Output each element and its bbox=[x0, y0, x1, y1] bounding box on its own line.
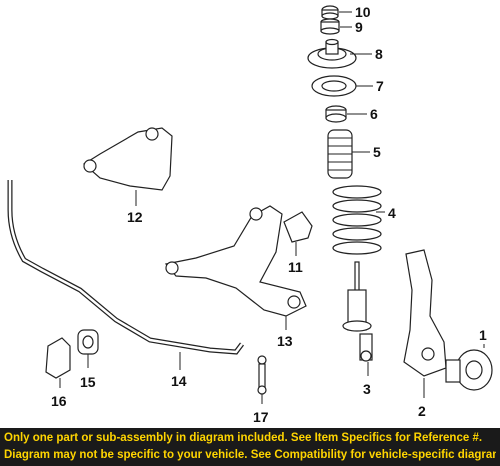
callout-9: 9 bbox=[355, 19, 363, 35]
part-10-bump-cap bbox=[321, 5, 339, 20]
part-17-stabilizer-link bbox=[257, 355, 267, 395]
part-9-bushing bbox=[320, 18, 340, 35]
disclaimer-line-2: Diagram may not be specific to your vehi… bbox=[4, 449, 496, 461]
callout-7: 7 bbox=[376, 78, 384, 94]
part-6-collar bbox=[325, 105, 347, 123]
part-2-knuckle bbox=[403, 249, 447, 377]
callout-4: 4 bbox=[388, 205, 396, 221]
suspension-diagram: 10 9 8 7 6 5 bbox=[7, 4, 493, 425]
callout-3: 3 bbox=[363, 381, 371, 397]
part-16-bracket bbox=[45, 337, 71, 379]
part-4-coil-spring bbox=[332, 185, 382, 255]
part-15-bushing bbox=[77, 329, 99, 355]
part-13-lower-control-arm bbox=[164, 205, 307, 317]
part-14-stabilizer-bar bbox=[7, 180, 244, 355]
callout-16: 16 bbox=[51, 393, 67, 409]
callout-5: 5 bbox=[373, 144, 381, 160]
disclaimer-line-1: Only one part or sub-assembly in diagram… bbox=[4, 432, 483, 444]
part-12-upper-control-arm bbox=[82, 127, 173, 191]
part-8-strut-mount bbox=[307, 38, 357, 69]
callout-2: 2 bbox=[418, 403, 426, 419]
callout-14: 14 bbox=[171, 373, 187, 389]
callout-11: 11 bbox=[288, 259, 303, 275]
part-5-dust-boot bbox=[327, 129, 353, 179]
part-11-bump-plate bbox=[283, 211, 313, 243]
disclaimer-banner: Only one part or sub-assembly in diagram… bbox=[0, 428, 500, 466]
callout-15: 15 bbox=[80, 374, 96, 390]
part-3-strut bbox=[342, 261, 373, 362]
callout-13: 13 bbox=[277, 333, 293, 349]
callout-10: 10 bbox=[355, 4, 371, 20]
callout-8: 8 bbox=[375, 46, 383, 62]
callout-17: 17 bbox=[253, 409, 269, 425]
callout-1: 1 bbox=[479, 327, 487, 343]
callout-6: 6 bbox=[370, 106, 378, 122]
callout-12: 12 bbox=[127, 209, 143, 225]
part-7-spring-seat bbox=[311, 75, 357, 97]
part-1-wheel-hub bbox=[445, 349, 493, 391]
